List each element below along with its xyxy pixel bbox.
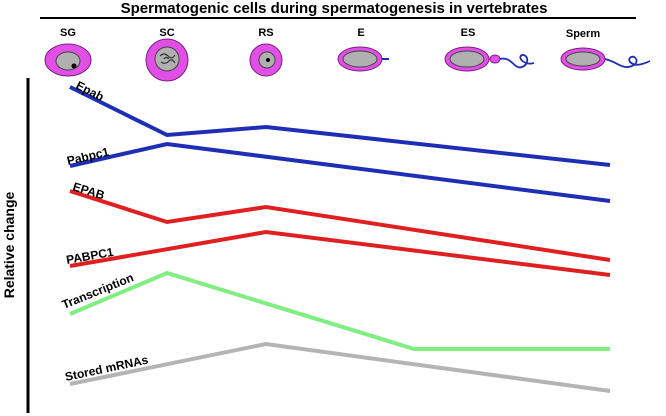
stage-label-rs: RS	[258, 27, 273, 39]
line-stored-mrnas	[69, 341, 611, 393]
diagram-title: Spermatogenic cells during spermatogenes…	[121, 0, 548, 17]
label-epab: Epab	[74, 78, 107, 104]
y-axis-label: Relative change	[1, 191, 17, 298]
stage-label-sc: SC	[159, 27, 174, 39]
cell-es-icon	[444, 46, 535, 72]
cell-sc-icon	[145, 38, 189, 82]
line-pabpc1	[69, 141, 611, 203]
stage-label-sperm: Sperm	[566, 28, 600, 40]
cell-rs-icon	[249, 43, 283, 77]
cell-sperm-icon	[560, 47, 651, 71]
line-epab	[69, 85, 611, 167]
label-pabpc1: Pabpc1	[66, 145, 111, 168]
line-transcription	[69, 270, 610, 351]
stage-label-e: E	[357, 27, 364, 39]
cell-sg-icon	[44, 43, 92, 77]
label-stored-mrnas: Stored mRNAs	[64, 353, 150, 384]
line-epab-protein	[69, 189, 611, 262]
line-pabpc1-protein	[69, 229, 611, 277]
stage-label-sg: SG	[60, 27, 76, 39]
stage-label-es: ES	[461, 27, 476, 39]
cell-e-icon	[337, 46, 389, 72]
